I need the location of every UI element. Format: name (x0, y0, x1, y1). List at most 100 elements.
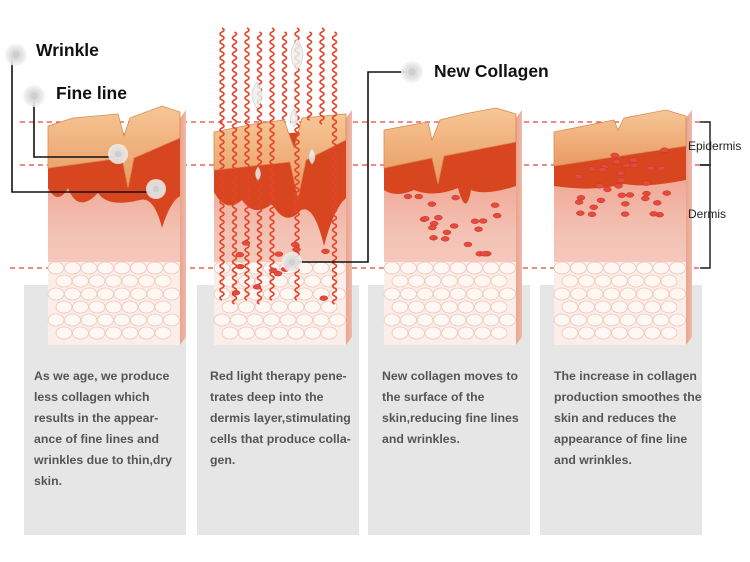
fat-cell (416, 313, 434, 327)
fat-cell (441, 300, 458, 314)
fat-cell (644, 300, 661, 314)
collagen-cell-icon (427, 201, 437, 207)
epidermis-label: Epidermis (688, 139, 742, 153)
fat-cell (570, 287, 587, 301)
new-collagen-label: New Collagen (434, 61, 549, 81)
light-wave-icon (219, 27, 225, 301)
fat-cell (499, 261, 516, 275)
caption-line: the surface of the (382, 390, 485, 404)
fat-cell (441, 326, 458, 340)
fat-cell (611, 300, 628, 314)
fat-cell (603, 261, 620, 275)
fat-cell (391, 326, 409, 340)
fat-cell (570, 313, 587, 327)
fat-cell (441, 274, 458, 288)
caption-line: appearance of fine line (554, 432, 688, 446)
fat-cell (263, 313, 280, 327)
fat-cell (644, 326, 661, 340)
fat-cell (570, 261, 587, 275)
fat-cell (619, 287, 637, 301)
fat-cell (64, 261, 81, 275)
dermis-label: Dermis (688, 207, 726, 221)
collagen-cell-icon (492, 212, 502, 219)
fat-cell (466, 261, 483, 275)
collagen-cell-icon (616, 170, 625, 176)
fat-cell (88, 274, 106, 288)
fat-cell (660, 326, 678, 340)
fat-cell (553, 313, 571, 327)
caption-line: and wrinkles. (554, 453, 632, 467)
fat-cell (424, 274, 442, 288)
fat-cell (80, 287, 98, 301)
fat-cell (121, 274, 139, 288)
fat-cell (271, 326, 288, 340)
fat-cell (213, 287, 231, 301)
collagen-cell-icon (660, 147, 669, 153)
fat-cell (154, 274, 172, 288)
collagen-cell-icon (440, 236, 450, 242)
epidermis-layer (383, 107, 517, 185)
collagen-cell-icon (595, 183, 604, 189)
collagen-cell-icon (574, 199, 584, 205)
fat-cell (619, 261, 637, 275)
fat-cell (553, 287, 571, 301)
fat-cell (408, 300, 425, 314)
collagen-cell-icon (642, 190, 651, 197)
fat-cell (433, 313, 450, 327)
caption-line: gen. (210, 453, 236, 467)
fat-cell (474, 326, 491, 340)
caption-line: Red light therapy pene- (210, 369, 347, 383)
fat-cell (619, 313, 637, 327)
marker-dot-center (288, 258, 296, 266)
collagen-cell-icon (235, 251, 245, 258)
fat-cell (263, 287, 280, 301)
fat-cell (97, 313, 114, 327)
fat-cell (47, 287, 65, 301)
light-wave-icon (244, 27, 250, 301)
caption-line: ance of fine lines and (34, 432, 160, 446)
marker-dot-center (408, 68, 416, 76)
block-side-face (346, 110, 352, 345)
caption-line: production smoothes the (554, 390, 702, 404)
skin-block-1 (47, 105, 186, 345)
caption-line: skin,reducing fine lines (382, 411, 519, 425)
fat-cell (578, 300, 595, 314)
fat-cell (636, 261, 653, 275)
fat-cell (163, 313, 180, 327)
caption-line: trates deep into the (210, 390, 324, 404)
fat-cell (578, 274, 595, 288)
collagen-cell-icon (474, 226, 483, 232)
fat-cell (669, 261, 686, 275)
collagen-cell-icon (587, 211, 597, 217)
fat-cell (586, 313, 604, 327)
fat-cell (246, 313, 264, 327)
dermis-bracket (700, 164, 711, 269)
collagen-cell-icon (434, 215, 443, 221)
collagen-cell-icon (614, 183, 623, 189)
marker-dot-center (114, 150, 122, 158)
collagen-cell-icon (478, 218, 488, 224)
collagen-cell-icon (649, 211, 658, 217)
collagen-cell-icon (641, 195, 650, 202)
fat-cell (660, 300, 678, 314)
fat-cell (400, 313, 417, 327)
fat-cell (238, 300, 255, 314)
fat-cell (603, 313, 620, 327)
collagen-cell-icon (662, 190, 672, 196)
fat-cell (424, 300, 442, 314)
fat-cell (490, 300, 508, 314)
fat-cell (113, 261, 131, 275)
fat-cell (391, 274, 409, 288)
fat-cell (416, 261, 434, 275)
block-side-face (516, 110, 522, 345)
caption-line: and wrinkles. (382, 432, 460, 446)
collagen-cell-icon (653, 200, 662, 206)
fat-cell (72, 274, 89, 288)
fat-cell (457, 300, 475, 314)
collagen-cell-icon (414, 193, 423, 200)
collagen-cell-icon (625, 192, 635, 198)
fat-cell (105, 300, 122, 314)
collagen-cell-icon (470, 218, 480, 224)
fat-cell (154, 326, 172, 340)
fat-cell (105, 326, 122, 340)
